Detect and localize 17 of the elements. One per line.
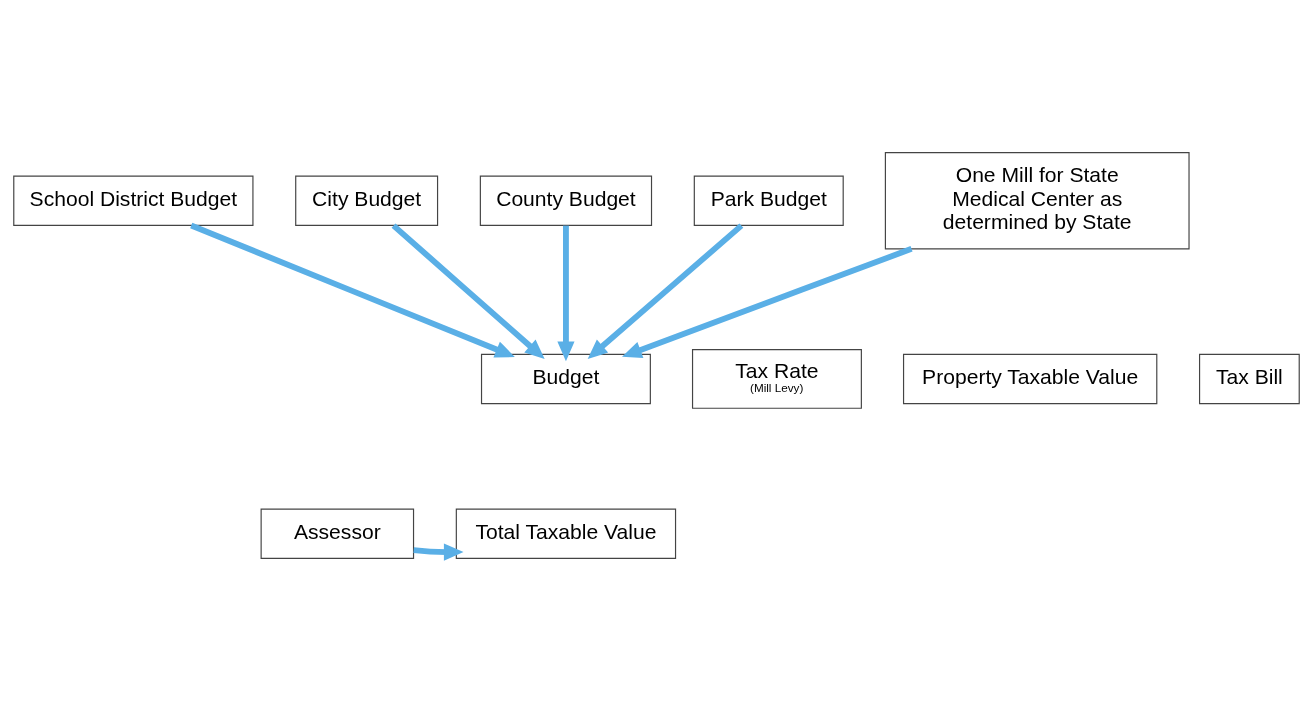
node-box: City Budget xyxy=(295,175,439,226)
arrow xyxy=(587,223,744,359)
arrow xyxy=(391,223,545,359)
arrow xyxy=(413,543,464,561)
node-box: One Mill for State Medical Center as determined by State xyxy=(884,152,1190,250)
node-box: Property Taxable Value xyxy=(903,353,1158,405)
node-box: School District Budget xyxy=(13,175,254,226)
arrow xyxy=(622,246,913,359)
node-box: Total Taxable Value xyxy=(455,508,677,559)
node-box: Park Budget xyxy=(693,175,844,226)
node-box: Assessor xyxy=(260,508,415,559)
node-box: Budget xyxy=(480,353,651,405)
arrow xyxy=(190,222,515,358)
node-box: County Budget xyxy=(479,175,653,226)
node-box: Tax Rate (Mill Levy) xyxy=(691,349,862,409)
node-box: Tax Bill xyxy=(1199,353,1300,405)
arrow xyxy=(557,225,575,362)
